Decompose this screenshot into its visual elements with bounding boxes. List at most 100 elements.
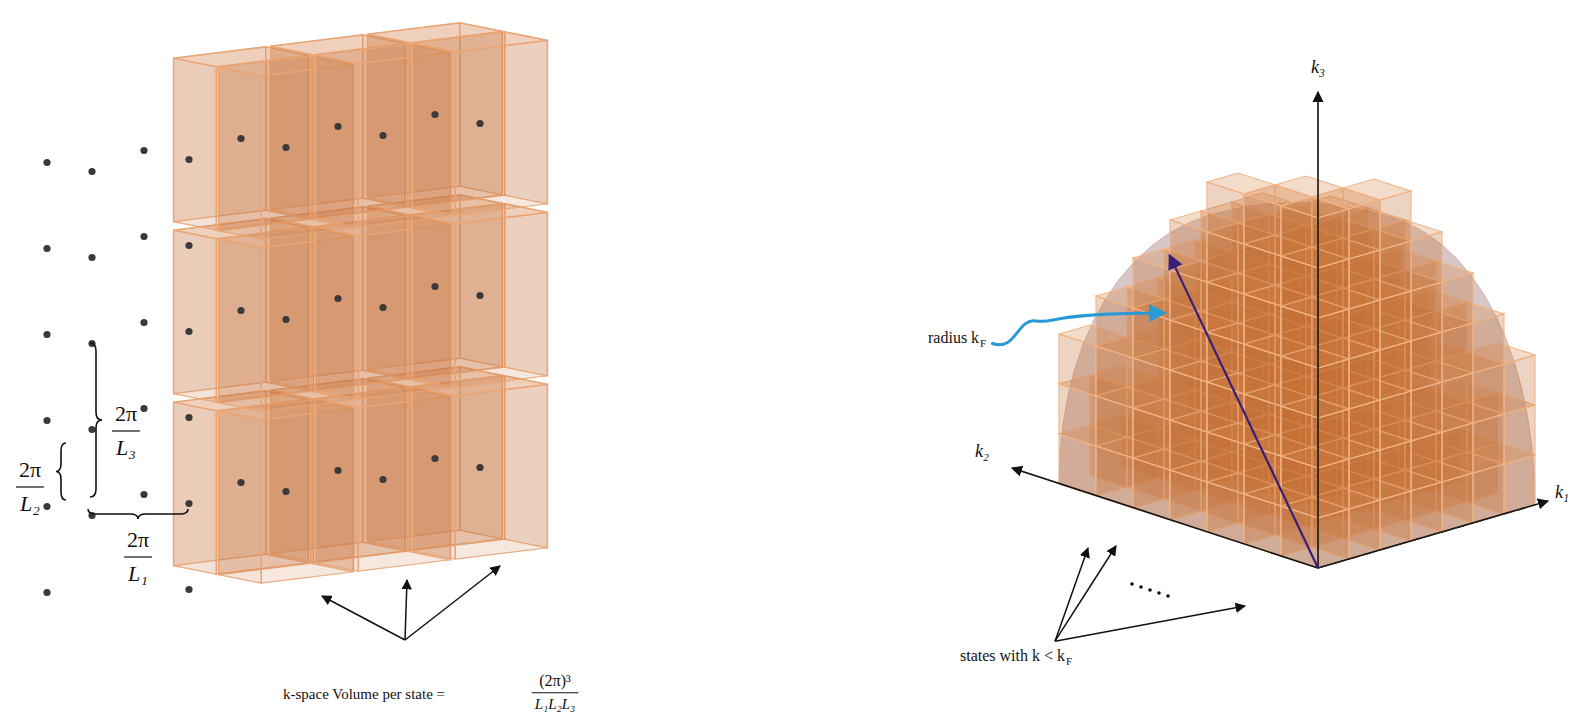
lattice-point [185, 328, 192, 335]
state-cube-face [1411, 382, 1442, 441]
state-cube-face [1380, 341, 1411, 400]
lattice-point [334, 467, 341, 474]
state-cube-face [1207, 182, 1244, 244]
lattice-point [43, 331, 50, 338]
cell-face [413, 43, 456, 215]
pointer-arrow [1055, 546, 1116, 641]
axis-label: k₃ [1311, 58, 1325, 78]
state-cube-face [1380, 291, 1411, 350]
axis-label: k₁ [1555, 483, 1569, 503]
curly-bracket [88, 509, 188, 519]
pointer-arrow [322, 596, 405, 640]
state-cube-face [1473, 314, 1504, 373]
curly-bracket [90, 343, 102, 497]
state-cube-face [1380, 491, 1411, 550]
lattice-point [334, 295, 341, 302]
lattice-point [88, 168, 95, 175]
state-cube-face [1349, 250, 1380, 309]
state-cube-face [1318, 359, 1349, 418]
lattice-point [185, 242, 192, 249]
state-cube-face [1473, 464, 1504, 523]
ellipsis-dot [1157, 591, 1161, 595]
state-cube-face [1349, 300, 1380, 359]
lattice-point [88, 426, 95, 433]
fraction-numerator: 2π [19, 458, 41, 482]
curly-bracket [56, 443, 66, 500]
callout-text: radius k [928, 329, 979, 347]
state-cube-face [1504, 455, 1535, 514]
lattice-point [334, 123, 341, 130]
lattice-point [379, 304, 386, 311]
state-cubes [1059, 173, 1535, 568]
ellipsis-dot [1166, 594, 1170, 598]
lattice-point [431, 455, 438, 462]
state-cube-face [1349, 350, 1380, 409]
fraction-denominator: L₃ [116, 436, 136, 460]
state-cube-face [1318, 409, 1349, 468]
lattice-point [140, 491, 147, 498]
state-cube-face [1170, 220, 1207, 282]
state-cube-face [1380, 191, 1411, 250]
lattice-point [43, 159, 50, 166]
state-cube-face [1442, 373, 1473, 432]
state-cube-face [1318, 459, 1349, 518]
state-cube-face [1380, 441, 1411, 500]
state-cube-face [1244, 194, 1281, 256]
fraction-denominator: L₁L₂L₃ [535, 696, 576, 713]
callout-text: states with k < k [960, 647, 1065, 665]
lattice-point [43, 503, 50, 510]
state-cube-face [1349, 450, 1380, 509]
state-cube-face [1096, 296, 1133, 358]
cell-face [174, 230, 217, 402]
cell-face [219, 67, 262, 239]
radius-vector [1169, 255, 1318, 568]
lattice-point [237, 479, 244, 486]
lattice-point [379, 132, 386, 139]
lattice-point [282, 144, 289, 151]
state-cube-face [1411, 282, 1442, 341]
sphere-octant-shell [1059, 203, 1535, 568]
cell-face [219, 411, 262, 583]
subscript: F [1066, 655, 1072, 667]
fraction-bar [16, 486, 44, 487]
lattice-point [185, 156, 192, 163]
lattice-point [185, 500, 192, 507]
state-cube-face [1473, 414, 1504, 473]
lattice-point [185, 414, 192, 421]
state-cube-face [1411, 432, 1442, 491]
axis-arrow [1012, 468, 1318, 568]
pointer-arrow [405, 566, 500, 640]
lattice-point [43, 417, 50, 424]
cell-face [413, 215, 456, 387]
state-cube-face [1442, 423, 1473, 482]
fraction-numerator: 2π [127, 528, 149, 552]
fraction-bar [532, 692, 579, 693]
state-cube-face [1349, 400, 1380, 459]
subscript: F [980, 337, 986, 349]
state-cube-face [1318, 209, 1349, 268]
cell-face [455, 40, 547, 215]
fraction-denominator: L₂ [20, 492, 40, 516]
lattice-point [282, 488, 289, 495]
state-cube-face [1318, 309, 1349, 368]
state-cube-face [1504, 355, 1535, 414]
lattice-point [140, 233, 147, 240]
state-cube-face [1318, 259, 1349, 318]
lattice-points [43, 111, 483, 596]
lattice-point [379, 476, 386, 483]
fraction-bar [112, 430, 140, 431]
equation-text: k-space Volume per state = [283, 686, 445, 703]
cell-face [413, 387, 456, 559]
cell-face [316, 399, 359, 571]
ellipsis-dot [1139, 585, 1143, 589]
lattice-point [43, 589, 50, 596]
state-cube-face [1380, 241, 1411, 300]
state-cube-face [1473, 364, 1504, 423]
lattice-point [282, 316, 289, 323]
state-cube-face [1133, 258, 1170, 320]
cell-face [316, 55, 359, 227]
cell-block [174, 23, 548, 583]
pointer-arrow [405, 580, 407, 640]
state-cube-face [1442, 323, 1473, 382]
